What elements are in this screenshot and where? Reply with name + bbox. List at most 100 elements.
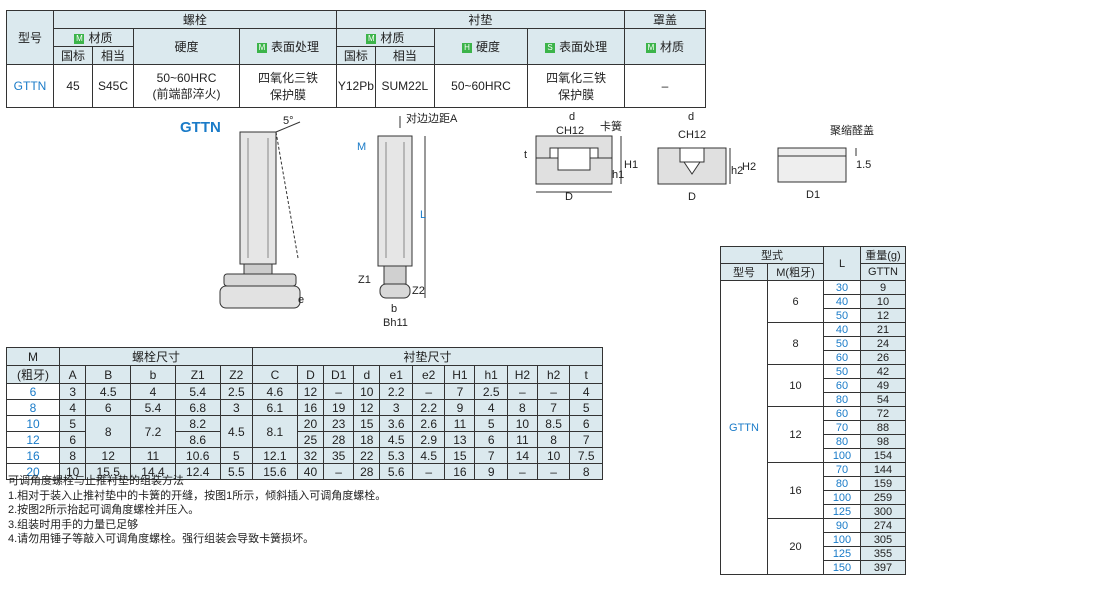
material-mark-icon: M [256, 42, 267, 53]
wt-L-cell: 50 [823, 364, 861, 379]
dims-cell: – [506, 383, 538, 400]
dims-cell: 14 [506, 447, 538, 464]
wt-L-cell: 60 [823, 406, 861, 421]
dims-cell: 8 [569, 463, 603, 480]
dims-cell: 11 [506, 431, 538, 448]
wt-weight-cell: 12 [860, 308, 906, 323]
wt-m-cell: 8 [767, 322, 824, 365]
label-Bh11: Bh11 [383, 317, 408, 329]
wt-m-cell: 20 [767, 518, 824, 575]
dims-cell: 3 [58, 383, 87, 400]
wt-weight-cell: 42 [860, 364, 906, 379]
dims-col-header: C [252, 365, 298, 384]
dims-cell: 22 [353, 447, 381, 464]
wt-L-cell: 70 [823, 462, 861, 477]
dims-col-header: B [85, 365, 132, 384]
dims-cell: 15 [444, 447, 476, 464]
dims-cell: 25 [296, 431, 325, 448]
wt-h-weight: 重量(g) [860, 246, 906, 264]
dims-cell: 4.5 [85, 383, 132, 400]
dims-cell: 8.1 [252, 415, 298, 448]
spec-h-model: 型号 [6, 10, 54, 65]
dims-cell: 8 [58, 447, 87, 464]
spec-h-pad: 衬垫 [335, 10, 626, 29]
dims-h-m2: (粗牙) [6, 365, 60, 384]
spec-pad-gb: Y12Pb [335, 64, 376, 108]
dims-m-cell: 12 [6, 431, 60, 448]
dims-cell: 6 [569, 415, 603, 432]
dims-col-header: t [569, 365, 603, 384]
cap-view [777, 147, 857, 183]
dims-cell: 10 [58, 463, 87, 480]
dims-cell: 7 [569, 431, 603, 448]
dims-cell: 4 [130, 383, 176, 400]
dims-col-header: d [353, 365, 381, 384]
dims-cell: 2.5 [219, 383, 254, 400]
dims-cell: 19 [323, 399, 355, 416]
wt-weight-cell: 24 [860, 336, 906, 351]
dims-cell: 2.5 [474, 383, 508, 400]
hardness-mark-icon: H [461, 42, 472, 53]
wt-L-cell: 125 [823, 546, 861, 561]
dims-col-header: Z2 [219, 365, 254, 384]
assembly-notes: 可调角度螺栓与止推衬垫的组装方法 1.相对于装入止推衬垫中的卡簧的开缝，按图1所… [8, 474, 386, 547]
label-spring: 卡簧 [600, 119, 622, 133]
dims-cell: 7.5 [569, 447, 603, 464]
dims-cell: 32 [296, 447, 325, 464]
label-d: d [688, 111, 694, 123]
wt-L-cell: 60 [823, 350, 861, 365]
wt-weight-cell: 397 [860, 560, 906, 575]
label-b: b [391, 303, 397, 315]
dims-cell: 3.6 [379, 415, 413, 432]
spec-h-equiv: 相当 [374, 46, 435, 65]
label-D: D [565, 191, 573, 203]
dims-cell: – [323, 383, 355, 400]
wt-L-cell: 80 [823, 392, 861, 407]
dims-cell: 18 [353, 431, 381, 448]
dims-cell: 11 [130, 447, 176, 464]
dims-col-header: h1 [474, 365, 508, 384]
dims-m-cell: 10 [6, 415, 60, 432]
dims-cell: 7.2 [130, 415, 176, 448]
dims-cell: 7 [536, 399, 571, 416]
wt-h-type: 型式 [720, 246, 824, 264]
spec-bolt-surface: 四氧化三铁保护膜 [239, 64, 337, 108]
wt-weight-cell: 72 [860, 406, 906, 421]
wt-weight-cell: 26 [860, 350, 906, 365]
dims-cell: 12 [296, 383, 325, 400]
wt-h-gttn: GTTN [860, 263, 906, 281]
dims-m-cell: 8 [6, 399, 60, 416]
wt-L-cell: 40 [823, 294, 861, 309]
label-Z2: Z2 [412, 285, 425, 297]
dims-h-pad: 衬垫尺寸 [252, 347, 603, 366]
wt-L-cell: 50 [823, 308, 861, 323]
dims-cell: 8.2 [174, 415, 221, 432]
label-M: M [357, 141, 366, 153]
pad-front-view [657, 147, 731, 185]
wt-weight-cell: 10 [860, 294, 906, 309]
label-cap: 聚缩醛盖 [830, 123, 874, 137]
dims-cell: 4 [474, 399, 508, 416]
wt-h-model: 型号 [720, 263, 768, 281]
dims-cell: 2.6 [411, 415, 446, 432]
bolt-side-view [219, 121, 301, 309]
dims-cell: 10 [506, 415, 538, 432]
dims-cell: 15.6 [252, 463, 298, 480]
material-mark-icon: M [74, 33, 85, 44]
dims-cell: – [536, 383, 571, 400]
wt-weight-cell: 300 [860, 504, 906, 519]
wt-weight-cell: 305 [860, 532, 906, 547]
wt-L-cell: 40 [823, 322, 861, 337]
dims-cell: 2.2 [411, 399, 446, 416]
